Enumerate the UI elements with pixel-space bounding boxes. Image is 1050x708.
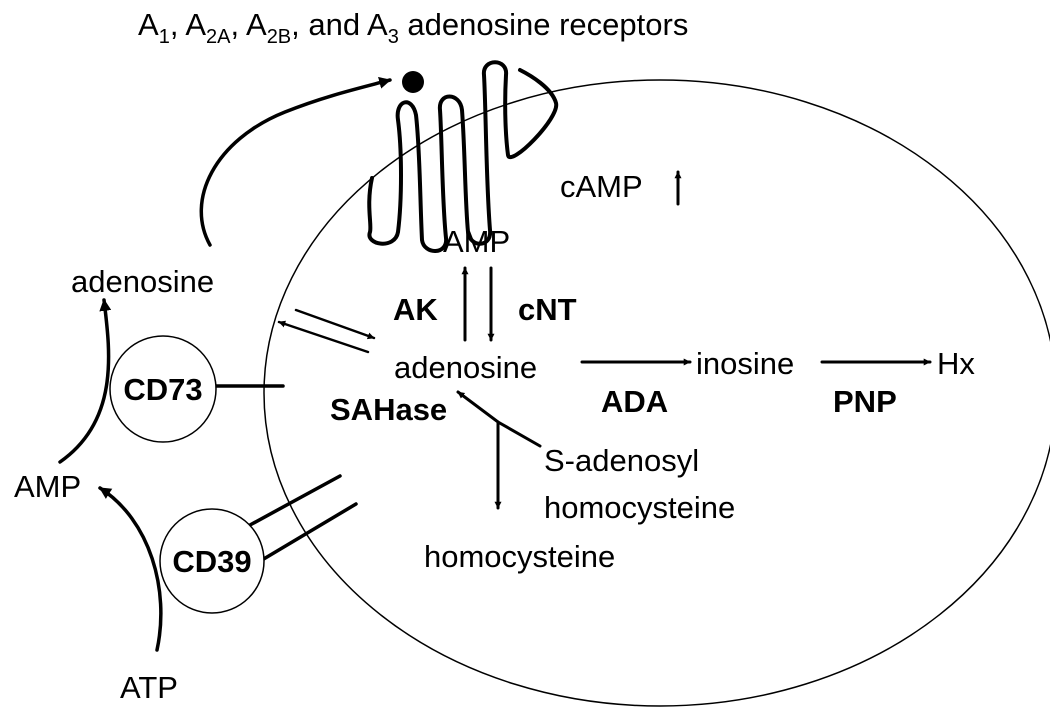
amp-inner-label: AMP <box>443 224 510 259</box>
sahase-enzyme-label: SAHase <box>330 392 447 427</box>
atp-to-amp-arrow <box>98 486 163 652</box>
ligand-dot <box>402 71 424 93</box>
cd73-label: CD73 <box>123 372 202 407</box>
sah-label-line2: homocysteine <box>544 490 735 525</box>
sah-to-adenosine-arrow <box>456 390 542 448</box>
ada-enzyme-label: ADA <box>601 384 668 419</box>
atp-label: ATP <box>120 670 178 705</box>
cd73-enzyme-circle <box>109 335 217 443</box>
adenosine-receptor <box>367 60 559 253</box>
adenosine-outer-label: adenosine <box>71 264 214 299</box>
ak-enzyme-label: AK <box>393 292 438 327</box>
adenosine-efflux-arrow <box>277 320 370 354</box>
homocysteine-label: homocysteine <box>424 539 615 574</box>
pnp-enzyme-label: PNP <box>833 384 897 419</box>
sah-label-line1: S-adenosyl <box>544 443 699 478</box>
receptors-title: A1, A2A, A2B, and A3 adenosine receptors <box>138 7 688 48</box>
adenosine-inner-label: adenosine <box>394 350 537 385</box>
cd39-label: CD39 <box>172 544 251 579</box>
hx-label: Hx <box>937 346 975 381</box>
cd39-membrane-anchor-2 <box>260 502 358 562</box>
cd39-enzyme-circle <box>159 508 265 614</box>
adenosine-to-receptor-arrow <box>199 76 392 247</box>
cell-membrane <box>263 79 1050 707</box>
amp-outer-label: AMP <box>14 469 81 504</box>
cd39-membrane-anchor-1 <box>248 474 342 527</box>
adenosine-influx-arrow <box>294 308 376 340</box>
camp-label: cAMP <box>560 169 643 204</box>
inosine-label: inosine <box>696 346 794 381</box>
cnt-enzyme-label: cNT <box>518 292 577 327</box>
amp-to-adenosine-arrow <box>58 298 112 464</box>
